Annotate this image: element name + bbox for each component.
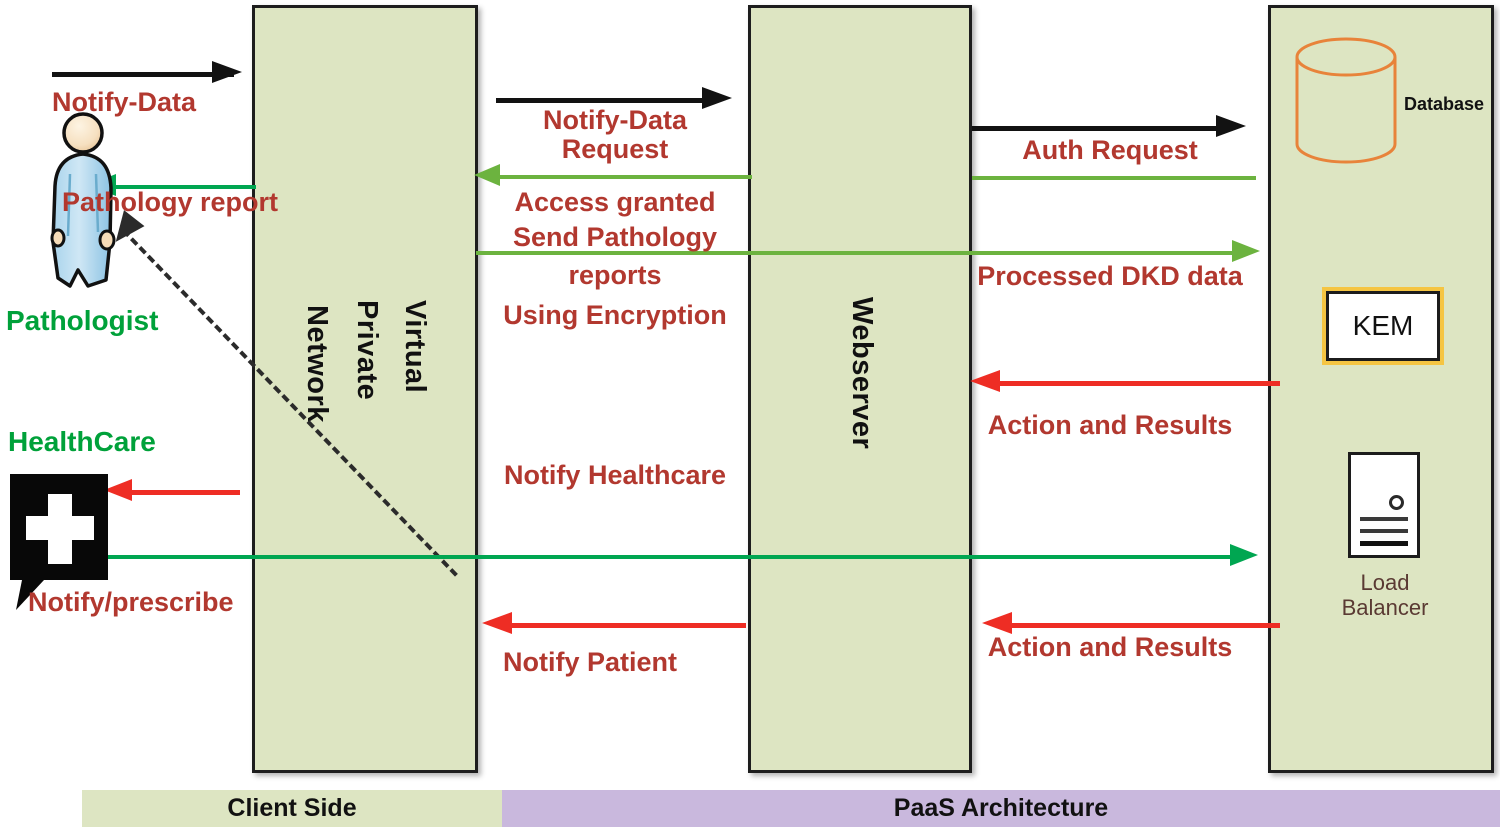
flow-label-processed-dkd-data: Processed DKD data [977, 261, 1243, 291]
flow-arrowhead-action-results-lower [982, 612, 1012, 634]
flow-label-access-granted: Access granted [514, 187, 716, 217]
zone-backend-paas [1268, 5, 1494, 773]
flow-label-notify-prescribe: Notify/prescribe [28, 587, 234, 617]
flow-arrowhead-send-pathology-reports [1232, 240, 1260, 262]
load-balancer-label-line1: Load [1360, 570, 1410, 595]
flow-line-notify-data-request [496, 98, 712, 103]
flow-line-action-results-lower [1008, 623, 1280, 628]
legend-client-side-label: Client Side [227, 794, 357, 822]
flow-label-action-results-lower: Action and Results [987, 632, 1233, 662]
zone-virtual-private-network [252, 5, 478, 773]
flow-arrowhead-notify-prescribe [1230, 544, 1258, 566]
legend-paas-architecture: PaaS Architecture [502, 790, 1500, 827]
flow-line-notify-prescribe [104, 555, 1238, 559]
flow-label-notify-data: Notify-Data [52, 87, 197, 117]
actor-label-healthcare: HealthCare [8, 426, 156, 457]
flow-label-auth-request: Auth Request [1022, 135, 1198, 165]
flow-line-auth-request [972, 126, 1224, 131]
zone-label-webserver: Webserver [846, 297, 878, 450]
database-label: Database [1404, 94, 1485, 114]
flow-label-notify-patient: Notify Patient [502, 647, 677, 677]
kem-label: KEM [1352, 310, 1414, 341]
load-balancer-label: Load Balancer [1320, 570, 1450, 621]
flow-label-notify-data-request-line1: Notify-Data [542, 105, 687, 135]
flow-line-notify-data [52, 72, 234, 77]
flow-label-action-results-upper: Action and Results [987, 410, 1233, 440]
flow-label-send-pathology-line1: Send Pathology [512, 222, 718, 252]
zone-label-vpn-virtual: Virtual [399, 300, 431, 394]
legend-client-side: Client Side [82, 790, 502, 827]
flow-label-notify-data-request-line2: Request [561, 134, 669, 165]
kem-box-icon[interactable]: KEM [1322, 287, 1444, 365]
flow-line-notify-healthcare [128, 490, 240, 495]
flow-label-send-pathology-line3: Using Encryption [503, 300, 727, 330]
zone-label-vpn-private: Private [351, 300, 383, 401]
legend-paas-label: PaaS Architecture [893, 794, 1109, 822]
flow-line-access-granted [496, 175, 752, 179]
zone-webserver [748, 5, 972, 773]
flow-arrowhead-notify-patient [482, 612, 512, 634]
flow-arrowhead-action-results-upper [970, 370, 1000, 392]
flow-line-action-results-upper [996, 381, 1280, 386]
database-cylinder-icon [1294, 36, 1398, 166]
flow-arrowhead-notify-healthcare [104, 479, 132, 501]
flow-line-pathology-report [112, 185, 256, 189]
flow-line-notify-patient [508, 623, 746, 628]
flow-label-notify-data-request: Notify-Data Request [495, 105, 735, 165]
flow-line-send-pathology-reports [476, 251, 1240, 255]
load-balancer-icon [1348, 452, 1420, 558]
flow-label-pathology-report: Pathology report [62, 187, 279, 217]
flow-arrowhead-access-granted [474, 164, 500, 186]
flow-label-notify-healthcare: Notify Healthcare [503, 460, 727, 490]
person-icon [44, 110, 154, 290]
healthcare-cross-icon [8, 472, 118, 612]
flow-line-auth-response [972, 176, 1256, 180]
flow-arrowhead-auth-request [1216, 115, 1246, 137]
load-balancer-label-line2: Balancer [1341, 595, 1429, 621]
flow-label-send-pathology-line2: reports [568, 260, 662, 290]
actor-label-pathologist: Pathologist [6, 305, 159, 336]
flow-arrowhead-notify-data-request [702, 87, 732, 109]
zone-label-vpn-network: Network [301, 305, 333, 423]
flow-arrowhead-notify-data [212, 61, 242, 83]
